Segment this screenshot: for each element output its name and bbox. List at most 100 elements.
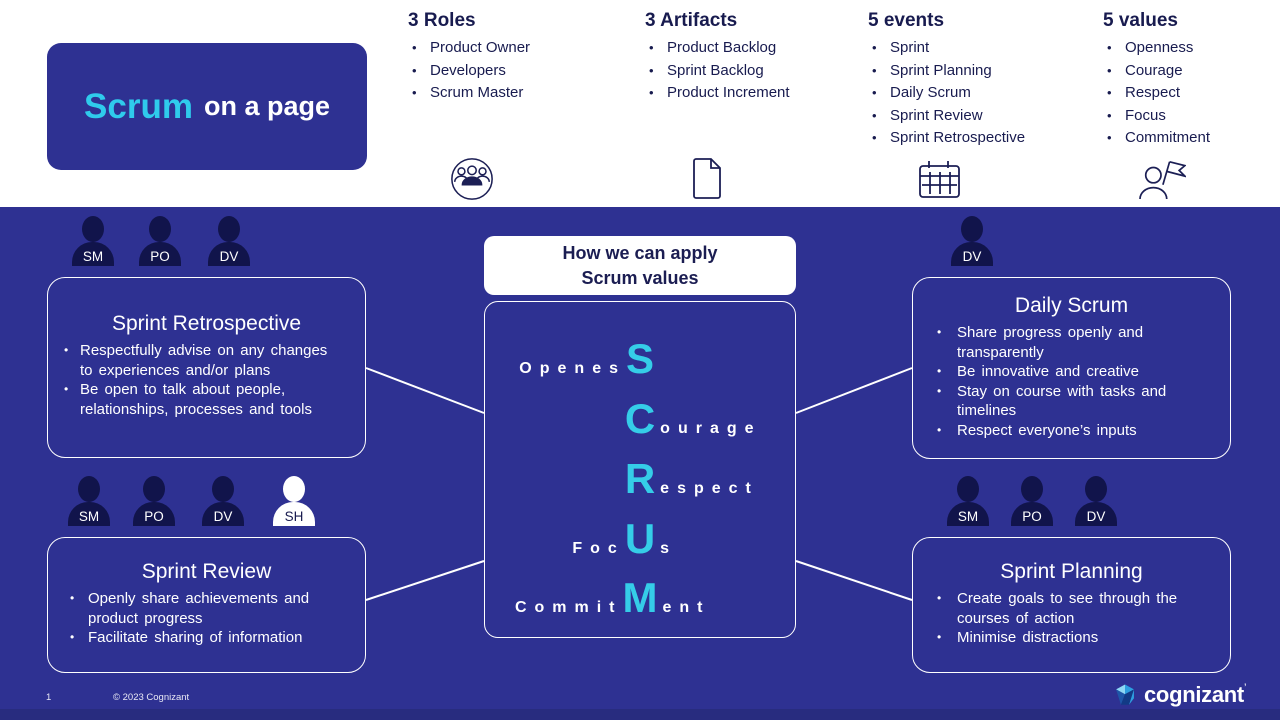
box-title: Sprint Planning <box>1000 560 1143 583</box>
events-column: 5 events Sprint Sprint Planning Daily Sc… <box>868 10 1104 150</box>
role-label: PO <box>1022 509 1042 524</box>
document-icon <box>693 158 721 199</box>
avatar-head <box>212 476 234 502</box>
list-item: Commitment <box>1103 127 1280 150</box>
list-item: Openness <box>1103 37 1280 60</box>
acrostic-row-openness: Openes S <box>485 338 795 380</box>
center-header-line2: Scrum values <box>581 268 699 288</box>
list-item: Focus <box>1103 105 1280 128</box>
acrostic-left: Openes <box>519 360 626 377</box>
title-card: Scrum on a page <box>47 43 367 170</box>
avatar-body <box>1011 502 1053 526</box>
role-label: SM <box>957 509 979 524</box>
logo-wordmark: cognizant <box>1144 682 1244 707</box>
list-item: Product Increment <box>645 82 881 105</box>
avatar-head <box>82 216 104 242</box>
sprint-planning-box: Sprint Planning Create goals to see thro… <box>912 537 1231 673</box>
box-title: Daily Scrum <box>1014 294 1129 317</box>
role-avatar-sm: SM <box>947 476 989 526</box>
person-flag-icon <box>1139 160 1186 200</box>
avatar-body <box>202 502 244 526</box>
avatar-head <box>149 216 171 242</box>
bullet-item: Minimise distractions <box>921 628 1222 648</box>
box-title: Sprint Retrospective <box>111 312 302 335</box>
acrostic-right: espect <box>660 480 759 497</box>
values-column: 5 values Openness Courage Respect Focus … <box>1103 10 1280 150</box>
center-header-card: How we can apply Scrum values <box>484 236 796 295</box>
bottom-strip <box>0 709 1280 720</box>
copyright-text: © 2023 Cognizant <box>113 692 190 703</box>
avatar-head <box>1021 476 1043 502</box>
avatar-head <box>78 476 100 502</box>
role-avatar-dv: DV <box>208 216 250 266</box>
role-label: DV <box>962 249 982 264</box>
avatar-head <box>218 216 240 242</box>
role-avatar-sm: SM <box>68 476 110 526</box>
scrum-values-box: Openes S C ourage R espect Foc U s Commi… <box>484 301 796 638</box>
center-header-line1: How we can apply <box>562 243 718 263</box>
events-heading: 5 events <box>868 10 945 31</box>
bullet-item: Respectfully advise on any changes to ex… <box>56 341 357 380</box>
list-item: Courage <box>1103 60 1280 83</box>
roles-heading: 3 Roles <box>408 10 476 31</box>
role-label: SM <box>78 509 100 524</box>
avatar-body <box>133 502 175 526</box>
avatar-head <box>961 216 983 242</box>
roles-column: 3 Roles Product Owner Developers Scrum M… <box>408 10 644 105</box>
list-item: Sprint Planning <box>868 60 1104 83</box>
acrostic-right: ent <box>662 599 711 616</box>
avatar-body <box>951 242 993 266</box>
acrostic-left: Commit <box>514 599 623 616</box>
avatar-head <box>957 476 979 502</box>
list-item: Daily Scrum <box>868 82 1104 105</box>
box-title: Sprint Review <box>141 560 272 583</box>
avatar-body <box>68 502 110 526</box>
list-item: Scrum Master <box>408 82 644 105</box>
calendar-icon <box>919 161 960 198</box>
acrostic-row-focus: Foc U s <box>485 518 795 560</box>
bullet-item: Be open to talk about people, relationsh… <box>56 380 357 419</box>
role-avatar-po: PO <box>139 216 181 266</box>
role-label: DV <box>213 509 233 524</box>
role-label: PO <box>144 509 164 524</box>
role-avatar-dv: DV <box>202 476 244 526</box>
values-heading: 5 values <box>1103 10 1178 31</box>
role-label: DV <box>1086 509 1106 524</box>
list-item: Sprint Review <box>868 105 1104 128</box>
list-item: Developers <box>408 60 644 83</box>
role-avatar-sh: SH <box>273 476 315 526</box>
page-number: 1 <box>46 692 52 703</box>
acrostic-left: Foc <box>572 540 625 557</box>
role-label: PO <box>150 249 170 264</box>
list-item: Sprint <box>868 37 1104 60</box>
bullet-item: Respect everyone’s inputs <box>921 421 1222 441</box>
acrostic-big-letter: C <box>624 395 656 442</box>
cognizant-logo: cognizant’ <box>1112 682 1246 708</box>
avatar-body <box>273 502 315 526</box>
role-label: SH <box>284 509 304 524</box>
acrostic-right: s <box>660 540 678 557</box>
role-avatar-po: PO <box>1011 476 1053 526</box>
avatar-body <box>208 242 250 266</box>
bullet-item: Create goals to see through the courses … <box>921 589 1222 628</box>
acrostic-row-commitment: Commit M ent <box>485 577 795 619</box>
artifacts-heading: 3 Artifacts <box>645 10 738 31</box>
list-item: Sprint Retrospective <box>868 127 1104 150</box>
role-avatar-dv: DV <box>951 216 993 266</box>
avatar-body <box>1075 502 1117 526</box>
title-highlight: Scrum <box>84 86 193 126</box>
acrostic-big-letter: U <box>624 515 656 562</box>
avatar-head <box>143 476 165 502</box>
bullet-item: Facilitate sharing of information <box>56 628 357 648</box>
role-avatar-po: PO <box>133 476 175 526</box>
role-avatar-sm: SM <box>72 216 114 266</box>
cognizant-gem-icon <box>1116 684 1134 705</box>
list-item: Product Backlog <box>645 37 881 60</box>
acrostic-row-courage: C ourage <box>485 398 795 440</box>
sprint-review-box: Sprint Review Openly share achievements … <box>47 537 366 673</box>
role-label: DV <box>219 249 239 264</box>
list-item: Respect <box>1103 82 1280 105</box>
role-label: SM <box>82 249 104 264</box>
daily-scrum-box: Daily Scrum Share progress openly and tr… <box>912 277 1231 459</box>
avatar-body <box>947 502 989 526</box>
